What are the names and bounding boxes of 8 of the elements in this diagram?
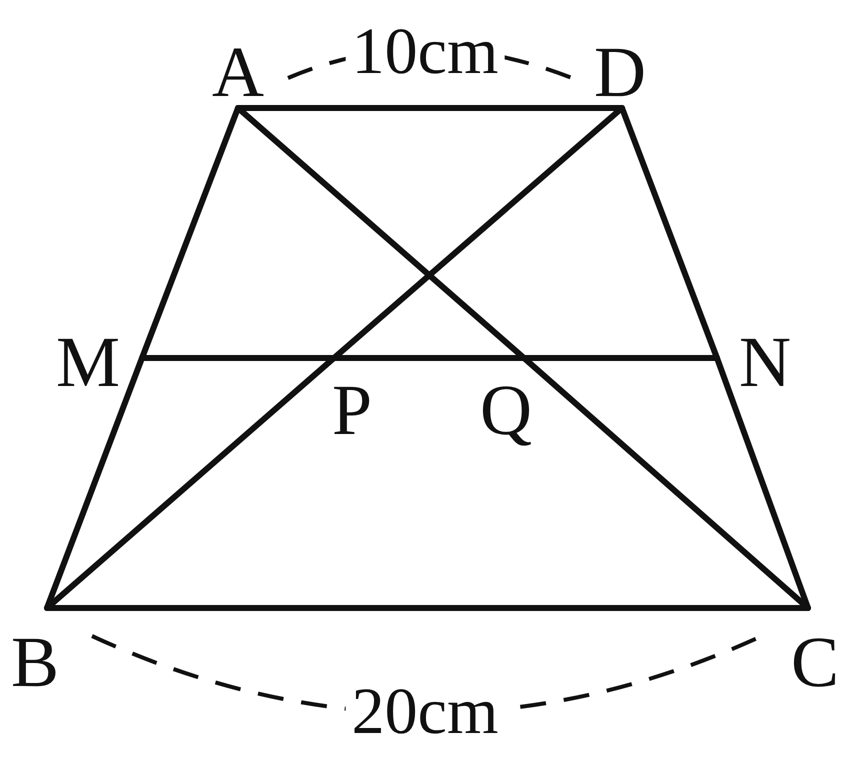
point-label: N [739, 326, 791, 398]
point-label: A [212, 36, 264, 108]
point-label: Q [480, 374, 532, 446]
point-label: D [594, 36, 646, 108]
point-label: M [56, 326, 120, 398]
point-label: C [790, 626, 840, 698]
point-label: P [332, 374, 372, 446]
point-label: B [10, 626, 60, 698]
